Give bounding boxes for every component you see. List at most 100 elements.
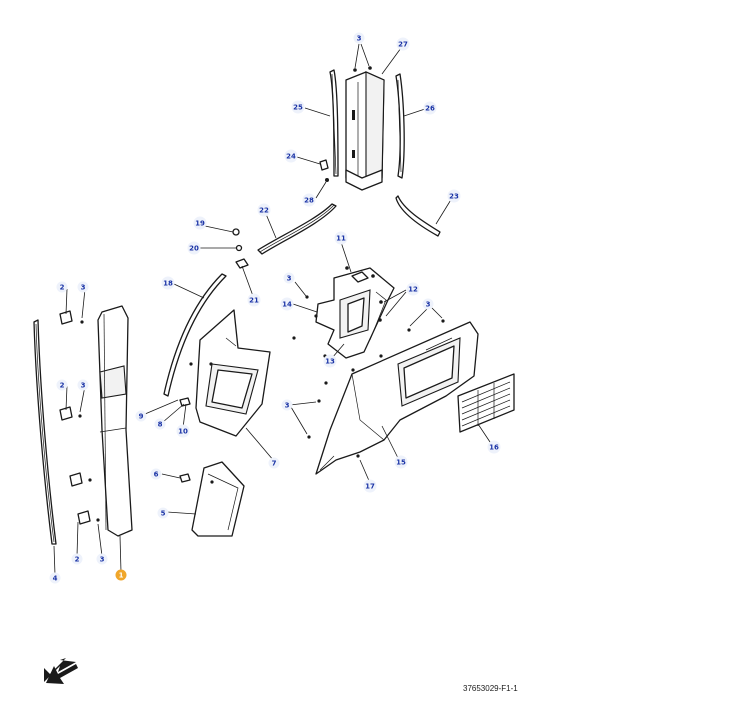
callout-label: 3: [285, 402, 290, 410]
callout-3: 3: [283, 272, 295, 284]
callout-label: 21: [249, 297, 259, 305]
callout-18: 18: [161, 276, 175, 290]
callout-20: 20: [187, 241, 201, 255]
callout-label: 23: [449, 193, 459, 201]
callout-22: 22: [257, 203, 271, 217]
callout-bubble: [176, 424, 190, 438]
callout-label: 5: [161, 510, 166, 518]
callout-17: 17: [363, 479, 377, 493]
callout-5: 5: [157, 507, 169, 519]
callout-bubble: [247, 293, 261, 307]
callout-6: 6: [150, 468, 162, 480]
callout-label: 8: [158, 421, 163, 429]
callout-label: 19: [195, 220, 205, 228]
callout-26: 26: [423, 101, 437, 115]
callout-bubble: [394, 455, 408, 469]
callout-23: 23: [447, 189, 461, 203]
callout-bubble: [49, 572, 61, 584]
callout-3: 3: [77, 281, 89, 293]
callout-label: 2: [60, 284, 65, 292]
callout-label: 6: [154, 471, 159, 479]
callout-3: 3: [422, 298, 434, 310]
callout-9: 9: [135, 410, 147, 422]
callout-label: 3: [426, 301, 431, 309]
callout-3: 3: [96, 553, 108, 565]
bracket-assembly: [292, 266, 395, 359]
leader-lines: [53, 43, 493, 576]
callout-28: 28: [302, 193, 316, 207]
screw-set: [307, 319, 445, 458]
callout-bubble: [96, 553, 108, 565]
callout-2: 2: [56, 281, 68, 293]
callout-3: 3: [281, 399, 293, 411]
callout-3: 3: [353, 32, 365, 44]
callout-21: 21: [247, 293, 261, 307]
callout-19: 19: [193, 216, 207, 230]
callout-14: 14: [280, 297, 294, 311]
callout-label: 3: [81, 382, 86, 390]
drawing-number: 37653029-F1-1: [463, 684, 518, 693]
callout-label: 18: [163, 280, 173, 288]
callout-bubble: [56, 281, 68, 293]
callout-bubble: [77, 281, 89, 293]
callout-bubble: [396, 37, 410, 51]
callout-bubble: [280, 297, 294, 311]
side-panel: [315, 321, 479, 475]
callout-bubble: [422, 298, 434, 310]
callout-12: 12: [406, 282, 420, 296]
callout-bubble: [71, 553, 83, 565]
callout-24: 24: [284, 149, 298, 163]
callout-label: 28: [304, 197, 314, 205]
callout-label: 11: [336, 235, 346, 243]
callout-label: 9: [139, 413, 144, 421]
callout-1: 1: [115, 569, 127, 581]
callout-label: 20: [189, 245, 199, 253]
callout-bubble: [353, 32, 365, 44]
left-pillar-trim: [59, 305, 133, 537]
arrow-down-left-icon: [44, 658, 78, 684]
callout-bubble: [135, 410, 147, 422]
callout-label: 2: [75, 556, 80, 564]
callout-bubble: [257, 203, 271, 217]
callout-bubble: [334, 231, 348, 245]
callout-bubble: [77, 379, 89, 391]
callout-11: 11: [334, 231, 348, 245]
vent-grille: [457, 373, 515, 433]
callout-3: 3: [77, 379, 89, 391]
callout-bubble: [423, 101, 437, 115]
callout-label: 3: [81, 284, 86, 292]
callout-label: 7: [272, 460, 277, 468]
callout-label: 26: [425, 105, 435, 113]
callout-label: 27: [398, 41, 408, 49]
callout-15: 15: [394, 455, 408, 469]
callout-bubble: [323, 354, 337, 368]
callout-bubble: [302, 193, 316, 207]
callout-label: 3: [100, 556, 105, 564]
callout-13: 13: [323, 354, 337, 368]
callout-bubble: [447, 189, 461, 203]
callout-label: 3: [357, 35, 362, 43]
callout-label: 12: [408, 286, 418, 294]
callout-label: 3: [287, 275, 292, 283]
console-trim: [163, 273, 271, 437]
callout-bubble: [291, 100, 305, 114]
callout-label: 2: [60, 382, 65, 390]
cover-panel: [179, 461, 245, 537]
callout-bubble: [281, 399, 293, 411]
callout-label: 24: [286, 153, 296, 161]
callout-bubble: [284, 149, 298, 163]
callout-label: 4: [53, 575, 58, 583]
callout-label: 13: [325, 358, 335, 366]
fastener-group: [232, 228, 249, 269]
pillar-trim-assembly: [319, 66, 405, 191]
callout-bubble: [283, 272, 295, 284]
callout-label: 14: [282, 301, 292, 309]
callout-27: 27: [396, 37, 410, 51]
callout-bubble: [363, 479, 377, 493]
callout-bubble: [56, 379, 68, 391]
callout-bubble: [154, 418, 166, 430]
callout-label: 1: [119, 572, 124, 580]
callout-bubble: [193, 216, 207, 230]
